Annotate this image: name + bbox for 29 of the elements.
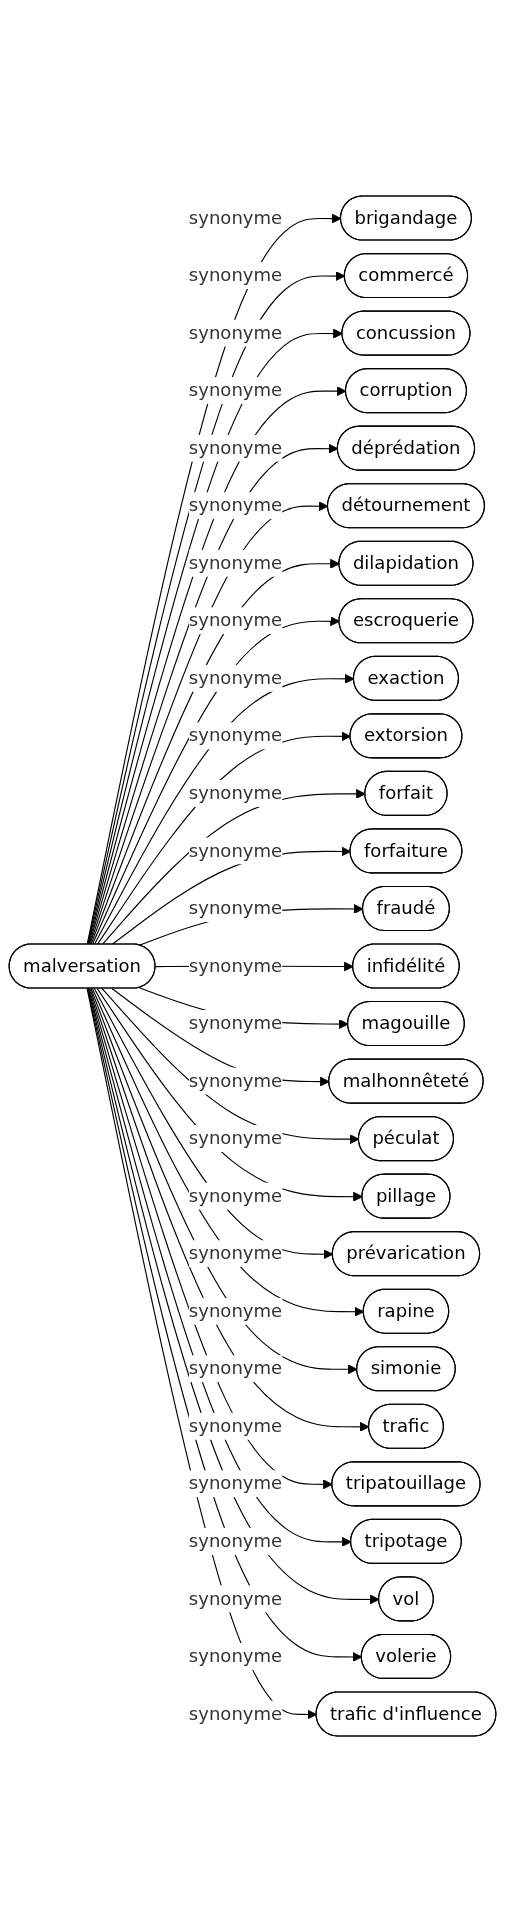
edge-label: synonyme (188, 1472, 283, 1494)
edge-label: synonyme (188, 1241, 283, 1264)
edge-label: synonyme (188, 724, 283, 746)
edge-label: synonyme (188, 1069, 283, 1091)
edge-label: synonyme (188, 1414, 283, 1436)
edge-label: synonyme (188, 839, 283, 861)
edge-label: synonyme (188, 1184, 283, 1206)
edge-label: synonyme (188, 551, 283, 573)
edge-label: synonyme (188, 781, 283, 804)
arrow (91, 615, 340, 945)
edge-label: synonyme (188, 321, 283, 343)
edge-label: synonyme (188, 378, 283, 401)
edge-label: synonyme (188, 1011, 283, 1034)
edge-label: synonyme (188, 206, 283, 228)
edge-label: synonyme (188, 1644, 283, 1667)
edge-label: synonyme (188, 436, 283, 458)
arrow (90, 558, 340, 945)
edge-label: synonyme (188, 1356, 283, 1379)
edge-label: synonyme (188, 1299, 283, 1321)
edge-label: synonyme (188, 666, 283, 688)
edge-label: synonyme (188, 1587, 283, 1609)
edge-label: synonyme (188, 954, 283, 976)
edge-label: synonyme (188, 493, 283, 516)
edge-label: synonyme (188, 1126, 283, 1149)
edge-label: synonyme (188, 896, 283, 919)
edge-label: synonyme (188, 263, 283, 286)
edge-label: synonyme (188, 1529, 283, 1552)
edge-label: synonyme (188, 609, 283, 631)
edge-label: synonyme (188, 1702, 283, 1724)
